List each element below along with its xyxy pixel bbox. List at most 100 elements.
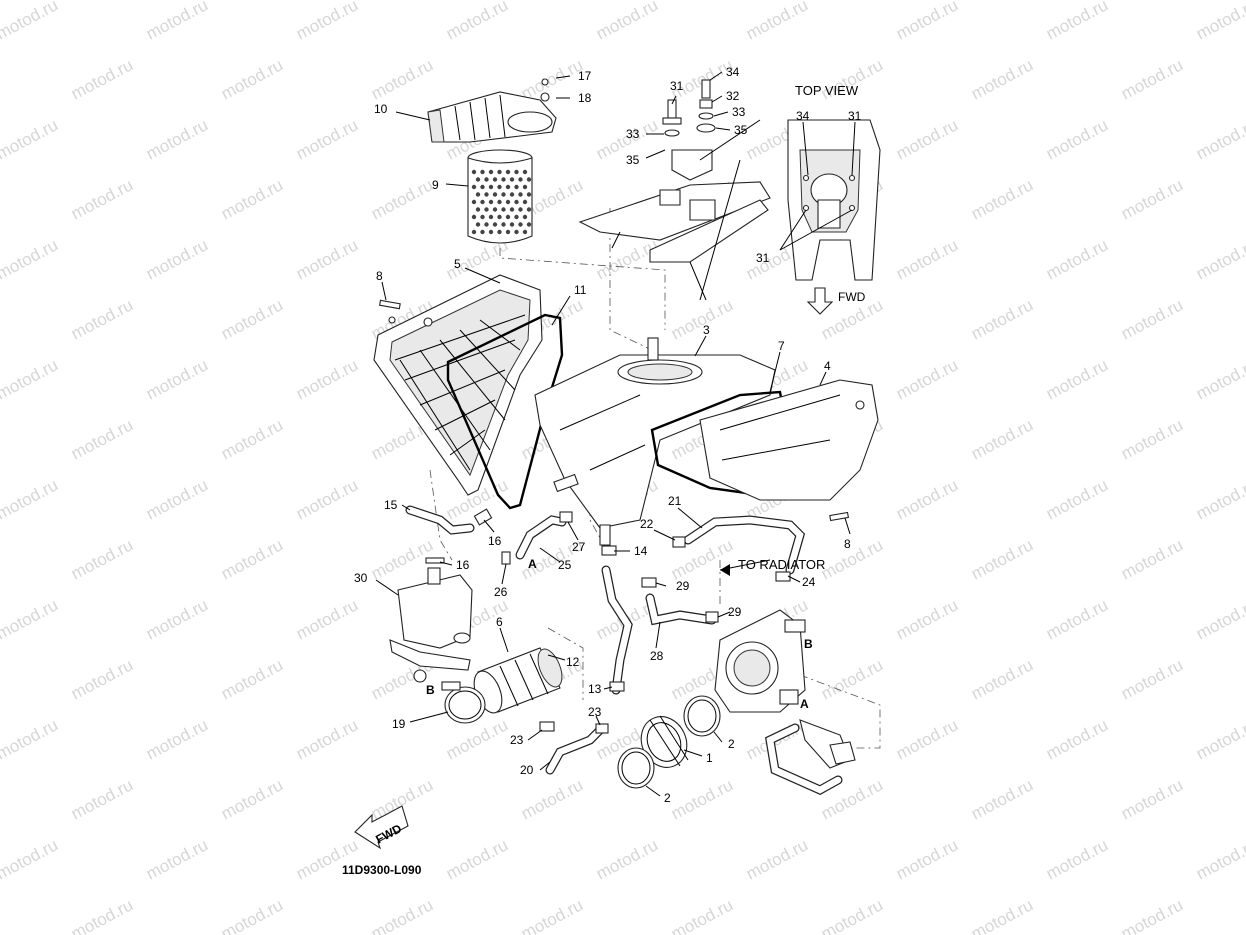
filter-perforation [526,207,532,212]
callout-7: 7 [778,339,785,353]
filter-perforation [505,169,511,175]
filter-perforation [475,192,481,197]
callout-31: 31 [670,79,684,93]
filter-perforation [480,199,485,205]
watermark-text: motod.ru [293,475,361,523]
callout-25: 25 [558,558,572,572]
ref-b-left: B [426,683,435,697]
watermark-text: motod.ru [1193,0,1246,44]
watermark-text: motod.ru [818,535,886,583]
filter-perforation [501,192,506,197]
watermark-text: motod.ru [593,835,661,883]
filter-perforation [475,177,481,182]
filter-perforation [509,222,515,227]
watermark-text: motod.ru [1118,535,1186,583]
filter-perforation [518,192,523,197]
callout-31-top-view-b: 31 [756,251,770,265]
callout-26: 26 [494,585,508,599]
filter-perforation [488,214,494,220]
callout-8b: 8 [844,537,851,551]
watermark-text: motod.ru [0,355,61,403]
watermark-text: motod.ru [893,595,961,643]
callout-32: 32 [726,89,740,103]
watermark-text: motod.ru [1043,475,1111,523]
watermark-text: motod.ru [1118,415,1186,463]
callout-15: 15 [384,498,398,512]
filter-perforation [514,169,519,175]
callout-23: 23 [510,733,524,747]
watermark-text: motod.ru [218,295,286,343]
callout-9: 9 [432,178,439,192]
watermark-text: motod.ru [218,655,286,703]
watermark-text: motod.ru [1193,595,1246,643]
filter-perforation [480,169,485,175]
filter-perforation [488,199,494,205]
ref-b-right: B [804,637,813,651]
filter-perforation [484,177,489,182]
callout-2: 2 [728,737,735,751]
filter-perforation [518,207,523,212]
watermark-text: motod.ru [893,835,961,883]
watermark-text: motod.ru [68,295,136,343]
filter-perforation [526,222,532,227]
watermark-text: motod.ru [1043,355,1111,403]
filter-perforation [501,177,506,182]
watermark-text: motod.ru [968,775,1036,823]
callout-20: 20 [520,763,534,777]
callout-2b: 2 [664,791,671,805]
watermark-text: motod.ru [143,235,211,283]
watermark-text: motod.ru [68,655,136,703]
watermark-text: motod.ru [443,0,511,44]
leader-lines [375,71,856,797]
ref-a-right: A [800,697,809,711]
watermark-text: motod.ru [668,775,736,823]
watermark-text: motod.ru [893,715,961,763]
watermark-text: motod.ru [0,835,61,883]
annotation-labels: TOP VIEW FWD FWD TO RADIATOR A A B B 11D… [342,83,866,877]
top-view-inset [787,119,881,315]
callout-4: 4 [824,359,831,373]
watermark-text: motod.ru [0,595,61,643]
gasket-11 [446,313,564,510]
watermark-text: motod.ru [968,295,1036,343]
watermark-text: motod.ru [1118,655,1186,703]
watermark-text: motod.ru [743,0,811,44]
filter-perforation [488,184,494,190]
watermark-text: motod.ru [968,175,1036,223]
watermark-text: motod.ru [818,655,886,703]
watermark-text: motod.ru [893,475,961,523]
watermark-text: motod.ru [668,895,736,935]
to-radiator-label: TO RADIATOR [738,557,825,572]
watermark-text: motod.ru [68,175,136,223]
callout-14: 14 [634,544,648,558]
filter-perforation [522,169,528,175]
filter-perforation [497,169,502,175]
watermark-text: motod.ru [0,475,61,523]
callout-16: 16 [488,534,502,548]
filter-perforation [509,177,515,182]
callout-8: 8 [376,269,383,283]
filter-perforation [484,222,489,227]
filter-perforation [480,214,485,220]
filter-perforation [522,229,528,235]
callout-11: 11 [574,283,587,297]
watermark-text: motod.ru [518,55,586,103]
watermark-text: motod.ru [518,895,586,935]
watermark-text: motod.ru [0,0,61,44]
watermark-text: motod.ru [68,415,136,463]
filter-perforation [475,207,481,212]
watermark-text: motod.ru [1118,175,1186,223]
watermark-text: motod.ru [1193,235,1246,283]
clamp-band-2 [617,695,721,789]
watermark-text: motod.ru [968,655,1036,703]
watermark-text: motod.ru [818,895,886,935]
watermark-text: motod.ru [1193,715,1246,763]
air-box-cover [373,274,543,496]
filter-perforation [488,229,494,235]
callout-35b: 35 [734,123,748,137]
filter-perforation [492,207,498,212]
callout-labels: 17 18 10 9 8 5 11 31 33 35 34 32 33 35 3… [354,65,862,805]
callout-24: 24 [802,575,816,589]
watermark-text: motod.ru [293,0,361,44]
filter-perforation [522,199,528,205]
